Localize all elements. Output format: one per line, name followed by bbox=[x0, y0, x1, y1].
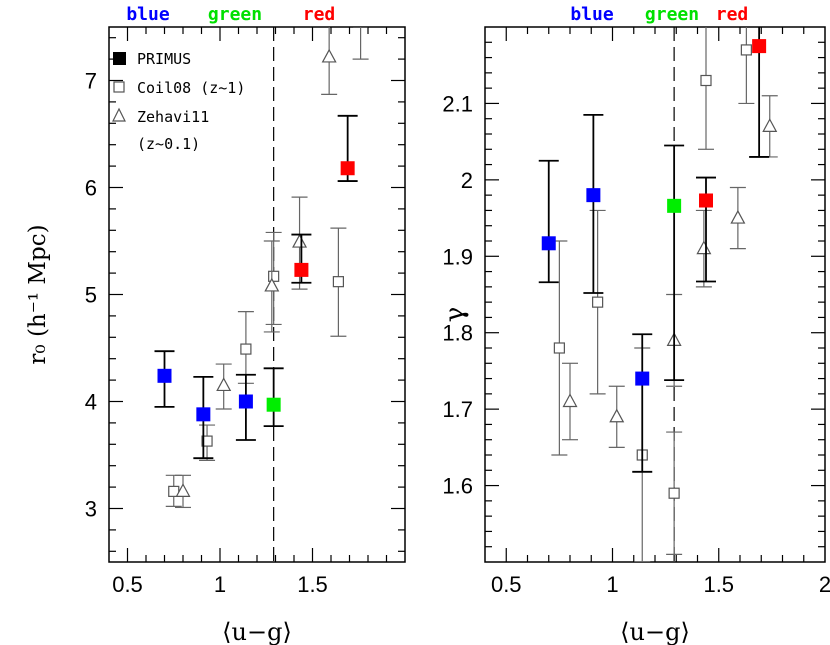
primus-point bbox=[157, 368, 172, 383]
coil08-point bbox=[668, 487, 680, 499]
y-tick-label: 1.6 bbox=[442, 474, 473, 499]
y-tick-label: 1.8 bbox=[442, 321, 473, 346]
x-tick-label: 1.5 bbox=[297, 572, 328, 597]
y-tick-label: 6 bbox=[85, 176, 97, 201]
zehavi11-point bbox=[216, 377, 232, 392]
zehavi11-point bbox=[175, 483, 191, 497]
color-label-red: red bbox=[303, 4, 336, 25]
coil08-point bbox=[740, 44, 752, 56]
data-area bbox=[538, 27, 778, 562]
y-tick-label: 2 bbox=[461, 168, 473, 193]
primus-point bbox=[266, 397, 281, 412]
primus-point bbox=[752, 39, 767, 54]
zehavi11-point bbox=[353, 27, 369, 28]
primus-point bbox=[340, 161, 355, 176]
x-tick-label: 1 bbox=[606, 572, 618, 597]
legend-label-line2: (z~0.1) bbox=[137, 135, 200, 153]
data-area bbox=[154, 27, 369, 562]
coil08-point bbox=[700, 74, 712, 87]
primus-point bbox=[541, 236, 556, 251]
r0-panel: 0.5 1 1.5 3 4 5 6 7 ⟨u−g⟩ r₀ (h⁻¹ Mpc) blue green re… bbox=[25, 4, 406, 645]
primus-point bbox=[586, 188, 601, 203]
y-axis-label: r₀ (h⁻¹ Mpc) bbox=[25, 224, 51, 364]
y-axis-label: γ bbox=[440, 307, 470, 323]
zehavi11-point bbox=[321, 48, 337, 63]
x-axis-label: ⟨u−g⟩ bbox=[222, 618, 292, 645]
x-tick-label: 2 bbox=[819, 572, 830, 597]
color-label-green: green bbox=[645, 4, 699, 25]
color-label-green: green bbox=[208, 4, 262, 25]
x-axis-label: ⟨u−g⟩ bbox=[620, 618, 690, 645]
primus-point bbox=[196, 407, 211, 422]
primus-point bbox=[699, 193, 713, 208]
legend-label: PRIMUS bbox=[137, 50, 191, 68]
color-label-blue: blue bbox=[126, 4, 170, 25]
coil08-point bbox=[268, 270, 280, 282]
legend-marker-primus bbox=[113, 52, 126, 65]
y-tick-label: 1.7 bbox=[442, 397, 473, 422]
zehavi11-point bbox=[730, 209, 746, 224]
y-tick-label: 3 bbox=[85, 497, 97, 522]
y-tick-label: 2.1 bbox=[442, 91, 473, 116]
x-tick-label: 0.5 bbox=[112, 572, 143, 597]
y-tick-label: 4 bbox=[85, 390, 97, 415]
x-tick-label: 0.5 bbox=[491, 572, 522, 597]
legend-marker-zehavi11 bbox=[112, 107, 126, 122]
coil08-point bbox=[553, 342, 565, 354]
primus-point bbox=[667, 198, 682, 213]
primus-point bbox=[294, 262, 309, 277]
coil08-point bbox=[240, 343, 252, 355]
y-tick-label: 5 bbox=[85, 283, 97, 308]
legend: PRIMUS Coil08 (z~1) Zehavi11 (z~0.1) bbox=[112, 50, 245, 153]
coil08-point bbox=[201, 435, 213, 447]
color-label-blue: blue bbox=[570, 4, 614, 25]
x-tick-label: 1.5 bbox=[703, 572, 734, 597]
zehavi11-point bbox=[292, 233, 308, 248]
zehavi11-point bbox=[562, 393, 578, 408]
legend-label: Zehavi11 bbox=[137, 108, 209, 126]
primus-point bbox=[238, 394, 253, 409]
coil08-point bbox=[332, 276, 344, 288]
color-label-red: red bbox=[716, 4, 749, 25]
y-tick-label: 7 bbox=[85, 69, 97, 94]
zehavi11-point bbox=[762, 118, 778, 132]
coil08-point bbox=[592, 296, 604, 308]
plot-frame bbox=[484, 26, 826, 563]
zehavi11-point bbox=[609, 408, 625, 423]
y-tick-label: 1.9 bbox=[442, 244, 473, 269]
x-tick-label: 1 bbox=[214, 572, 226, 597]
zehavi11-point bbox=[696, 240, 712, 255]
legend-marker-coil08 bbox=[113, 81, 125, 93]
legend-label: Coil08 (z~1) bbox=[137, 79, 245, 97]
primus-point bbox=[635, 371, 650, 386]
zehavi11-point bbox=[264, 277, 280, 292]
